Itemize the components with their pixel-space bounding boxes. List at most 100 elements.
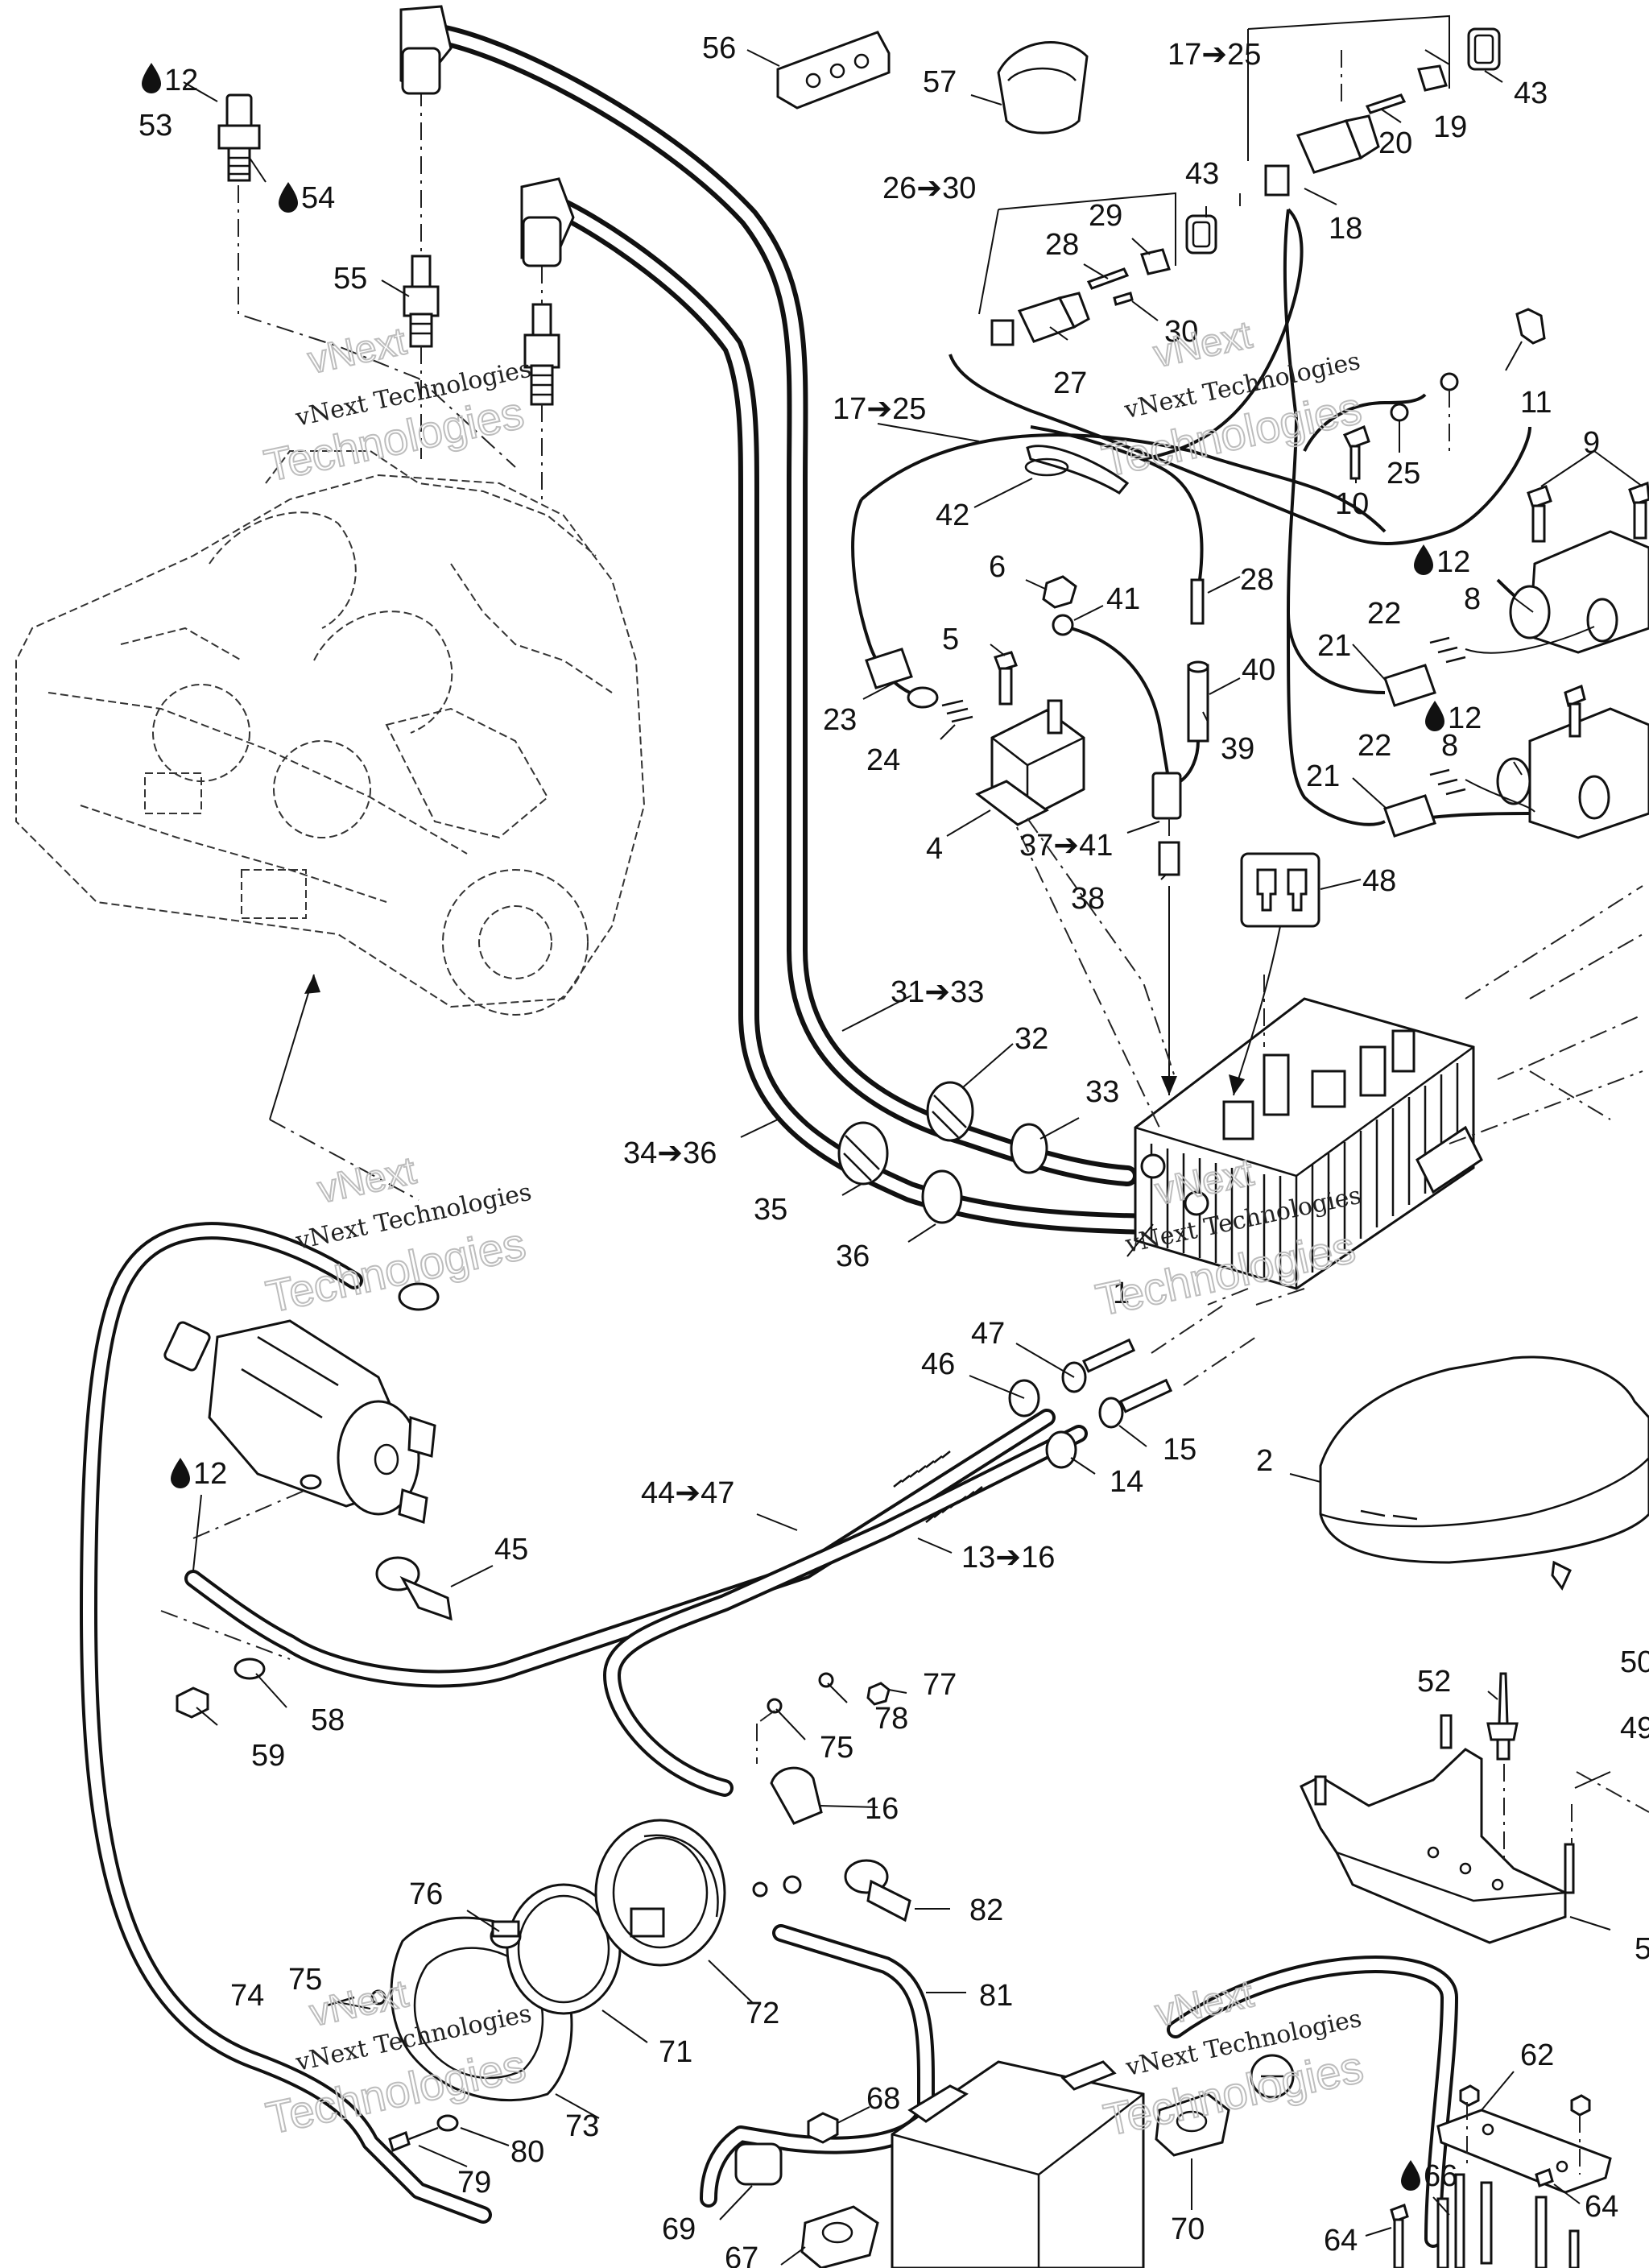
bolts-66 [1436,2173,1548,2268]
lock-19 [1417,64,1448,92]
label-4: 4 [926,832,943,866]
terminals-24 [941,699,973,723]
label-43-top: 43 [1514,77,1548,110]
label-66: 66 [1424,2159,1457,2193]
harness-dash-lines [1239,50,1450,451]
arrow-22b-to-coil [1465,779,1535,813]
label-64-left: 64 [1324,2224,1358,2258]
clamp-57 [997,41,1089,135]
seal-43b [1185,214,1217,255]
cap-45 [375,1556,453,1621]
nut-68 [807,2112,839,2144]
label-73: 73 [565,2109,599,2143]
svg-text:vNext: vNext [314,1149,419,1211]
washer-25 [1390,403,1409,422]
lock-29 [1140,248,1171,275]
bracket-dash [1466,2102,1581,2175]
label-37-41: 37➔41 [1019,829,1113,863]
bolt-5 [994,651,1018,706]
bolt-9c [1564,684,1586,738]
terminal-69 [734,2142,783,2186]
label-41: 41 [1106,582,1140,616]
label-15: 15 [1163,1433,1196,1467]
label-70: 70 [1171,2212,1205,2246]
label-49: 49 [1620,1711,1649,1745]
label-1: 1 [1113,1277,1130,1310]
label-30: 30 [1164,315,1198,349]
label-12-starter: 12 [193,1457,227,1491]
cap-65 [1250,2054,1295,2099]
connector-21a [1383,664,1436,707]
label-22-a: 22 [1367,597,1401,631]
label-17-25-top: 17➔25 [1168,38,1261,72]
connector-18 [1264,114,1380,197]
nut-63 [1459,2084,1591,2117]
label-46: 46 [921,1347,955,1381]
solenoid-lead-41 [1070,627,1169,774]
terminal-81 [752,1875,802,1898]
label-27: 27 [1053,366,1087,400]
plug-dash-down [420,346,543,499]
label-28-mid: 28 [1240,563,1274,597]
label-6: 6 [989,550,1006,584]
label-21-a: 21 [1317,629,1351,663]
label-19: 19 [1433,110,1467,144]
terminal-dash [756,1710,775,1764]
bolt-64b [1535,2168,1580,2268]
label-82: 82 [969,1893,1003,1927]
oil-drop-icon [1425,701,1444,731]
label-54: 54 [301,181,335,215]
label-58: 58 [311,1703,345,1737]
label-36: 36 [836,1240,870,1273]
engine-block [15,450,646,1016]
spark-plug-left [403,255,440,348]
label-48: 48 [1362,864,1396,898]
label-57: 57 [923,65,957,99]
label-8-b: 8 [1441,729,1458,763]
label-17-25-mid: 17➔25 [833,392,926,426]
spark-plug-caps [399,5,575,267]
label-12-coil-a: 12 [1436,545,1470,579]
label-75-low: 75 [288,1963,322,1997]
label-31-33: 31➔33 [891,975,984,1009]
clip-11 [1515,308,1546,345]
leader-1 [1126,1223,1154,1257]
watermark-1: vNext Technologies vNext Technologies [259,319,534,491]
label-28-top: 28 [1045,228,1079,262]
oil-drop-icon [142,63,161,93]
label-21-b: 21 [1306,759,1340,793]
engine-reference-dash [269,1119,419,1201]
clamp-67 [800,2205,879,2268]
starter-dash [160,1489,307,1660]
oil-drop-icon [1414,544,1433,575]
label-80: 80 [510,2135,544,2169]
starter-cables [80,1222,1458,2248]
label-5-bracket: 5 [1635,1932,1649,1966]
ignition-coil-8b [1496,707,1649,839]
label-33: 33 [1085,1075,1119,1109]
label-52: 52 [1417,1665,1451,1699]
mpem-module-1 [1134,997,1483,1290]
label-12-coil-b: 12 [1448,702,1482,735]
label-5: 5 [942,623,959,656]
terminals-22b [1429,768,1466,796]
ring-41 [1052,614,1074,636]
cable-nut-35 [837,1121,889,1186]
label-40: 40 [1242,653,1275,687]
label-16: 16 [865,1792,899,1826]
nut-6 [1042,575,1077,609]
label-34-36: 34➔36 [623,1136,717,1170]
label-72: 72 [746,1997,779,2030]
bolt-10 [1342,424,1370,480]
seal-43a [1467,27,1501,71]
cable-end-dash [1151,1304,1257,1386]
label-14: 14 [1110,1465,1143,1499]
terminal-28b [1190,578,1205,625]
oil-drop-icon [1401,2160,1420,2191]
label-23: 23 [823,703,857,737]
arrow-head-icon [1161,1076,1177,1095]
ring-terminal-25 [1440,372,1459,391]
terminal-20 [1365,93,1407,114]
label-42: 42 [936,499,969,532]
temperature-sensor-53 [217,93,261,182]
